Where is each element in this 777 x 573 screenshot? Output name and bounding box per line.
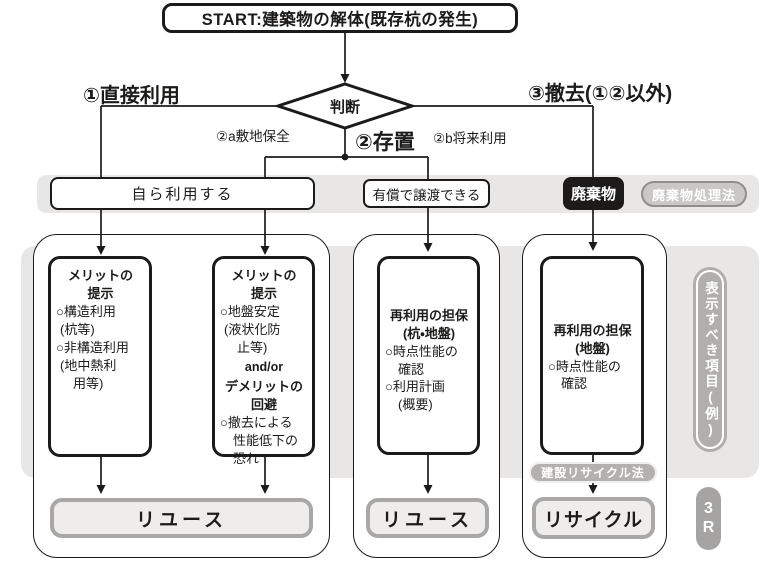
card-item: ○非構造利用 <box>56 339 129 355</box>
node-waste-label: 廃棄物 <box>570 186 616 203</box>
output-reuse-left-label: リユース <box>135 509 228 531</box>
decision-label: 判断 <box>329 99 360 116</box>
card-item: 止等) <box>237 339 268 355</box>
card-merit-structural: メリットの 提示 ○構造利用 (杭等) ○非構造利用 (地中熱利 用等) <box>48 256 152 457</box>
card-item: 確認 <box>561 376 588 392</box>
card-item: (地中熱利 <box>60 357 117 373</box>
card-title-line: メリットの <box>231 268 297 283</box>
badge-3r-label: 3R <box>702 500 715 536</box>
card-reuse-guarantee-pile-ground: 再利用の担保 (杭・地盤) ○時点性能の 確認 ○利用計画 (概要) <box>377 256 480 455</box>
branch-label-leave-b-future: ②b将来利用 <box>433 131 507 146</box>
card-title-line: 再利用の担保 <box>553 322 632 338</box>
node-waste: 廃棄物 <box>563 177 624 210</box>
node-self-use: 自ら利用する <box>50 177 315 210</box>
output-reuse-left: リユース <box>50 498 313 538</box>
card-title-line: (杭・地盤) <box>402 325 456 341</box>
card-item: 恐れ <box>233 450 260 466</box>
card-item: (杭等) <box>60 321 95 337</box>
card-reuse-guarantee-ground: 再利用の担保 (地盤) ○時点性能の 確認 <box>540 256 644 455</box>
card-andor-label: and/or <box>244 359 284 374</box>
badge-3r: 3R <box>696 487 721 550</box>
node-paid-transfer: 有償で譲渡できる <box>363 179 490 208</box>
badge-items-to-display-label: 表示すべき項目(例) <box>703 280 718 439</box>
output-reuse-middle: リユース <box>366 498 489 538</box>
node-self-use-label: 自ら利用する <box>131 186 234 203</box>
card-item: (概要) <box>398 397 433 413</box>
badge-items-to-display-ring: 表示すべき項目(例) <box>696 270 724 449</box>
card-item: ○撤去による <box>220 414 293 430</box>
card-title-line: 提示 <box>250 285 277 301</box>
start-node: START:建築物の解体(既存杭の発生) <box>162 3 518 33</box>
card-title-line: 回避 <box>250 396 277 412</box>
badge-construction-recycling-law: 建設リサイクル法 <box>529 462 657 483</box>
card-title-line: メリットの <box>67 268 133 283</box>
output-reuse-middle-label: リユース <box>381 509 474 531</box>
branch-label-removal: ③撤去(①②以外) <box>528 83 673 105</box>
branch-label-direct-use: ①直接利用 <box>83 85 180 107</box>
card-item: ○構造利用 <box>56 303 116 319</box>
start-label: START:建築物の解体(既存杭の発生) <box>201 11 479 29</box>
card-item: ○時点性能の <box>548 358 621 374</box>
card-item: 性能低下の <box>233 432 299 448</box>
branch-label-leave: ②存置 <box>355 131 415 154</box>
card-item: 用等) <box>73 375 104 391</box>
card-item: ○利用計画 <box>385 379 445 395</box>
card-title-line: 提示 <box>87 285 114 301</box>
card-item: ○地盤安定 <box>220 303 280 319</box>
card-title-line: (地盤) <box>575 340 610 356</box>
card-item: (液状化防 <box>224 321 281 337</box>
badge-items-to-display: 表示すべき項目(例) <box>693 267 727 452</box>
card-title-line: 再利用の担保 <box>389 307 468 323</box>
card-title-line: デメリットの <box>224 378 303 394</box>
node-paid-transfer-label: 有償で譲渡できる <box>372 187 481 203</box>
card-item: 確認 <box>398 361 425 377</box>
card-merit-ground: メリットの 提示 ○地盤安定 (液状化防 止等) and/or デメリットの 回… <box>212 256 315 466</box>
card-item: ○時点性能の <box>385 343 458 359</box>
output-recycle-label: リサイクル <box>543 509 644 531</box>
badge-waste-disposal-law: 廃棄物処理法 <box>641 181 747 207</box>
branch-label-leave-a-site: ②a敷地保全 <box>216 129 290 144</box>
output-recycle: リサイクル <box>532 497 655 539</box>
